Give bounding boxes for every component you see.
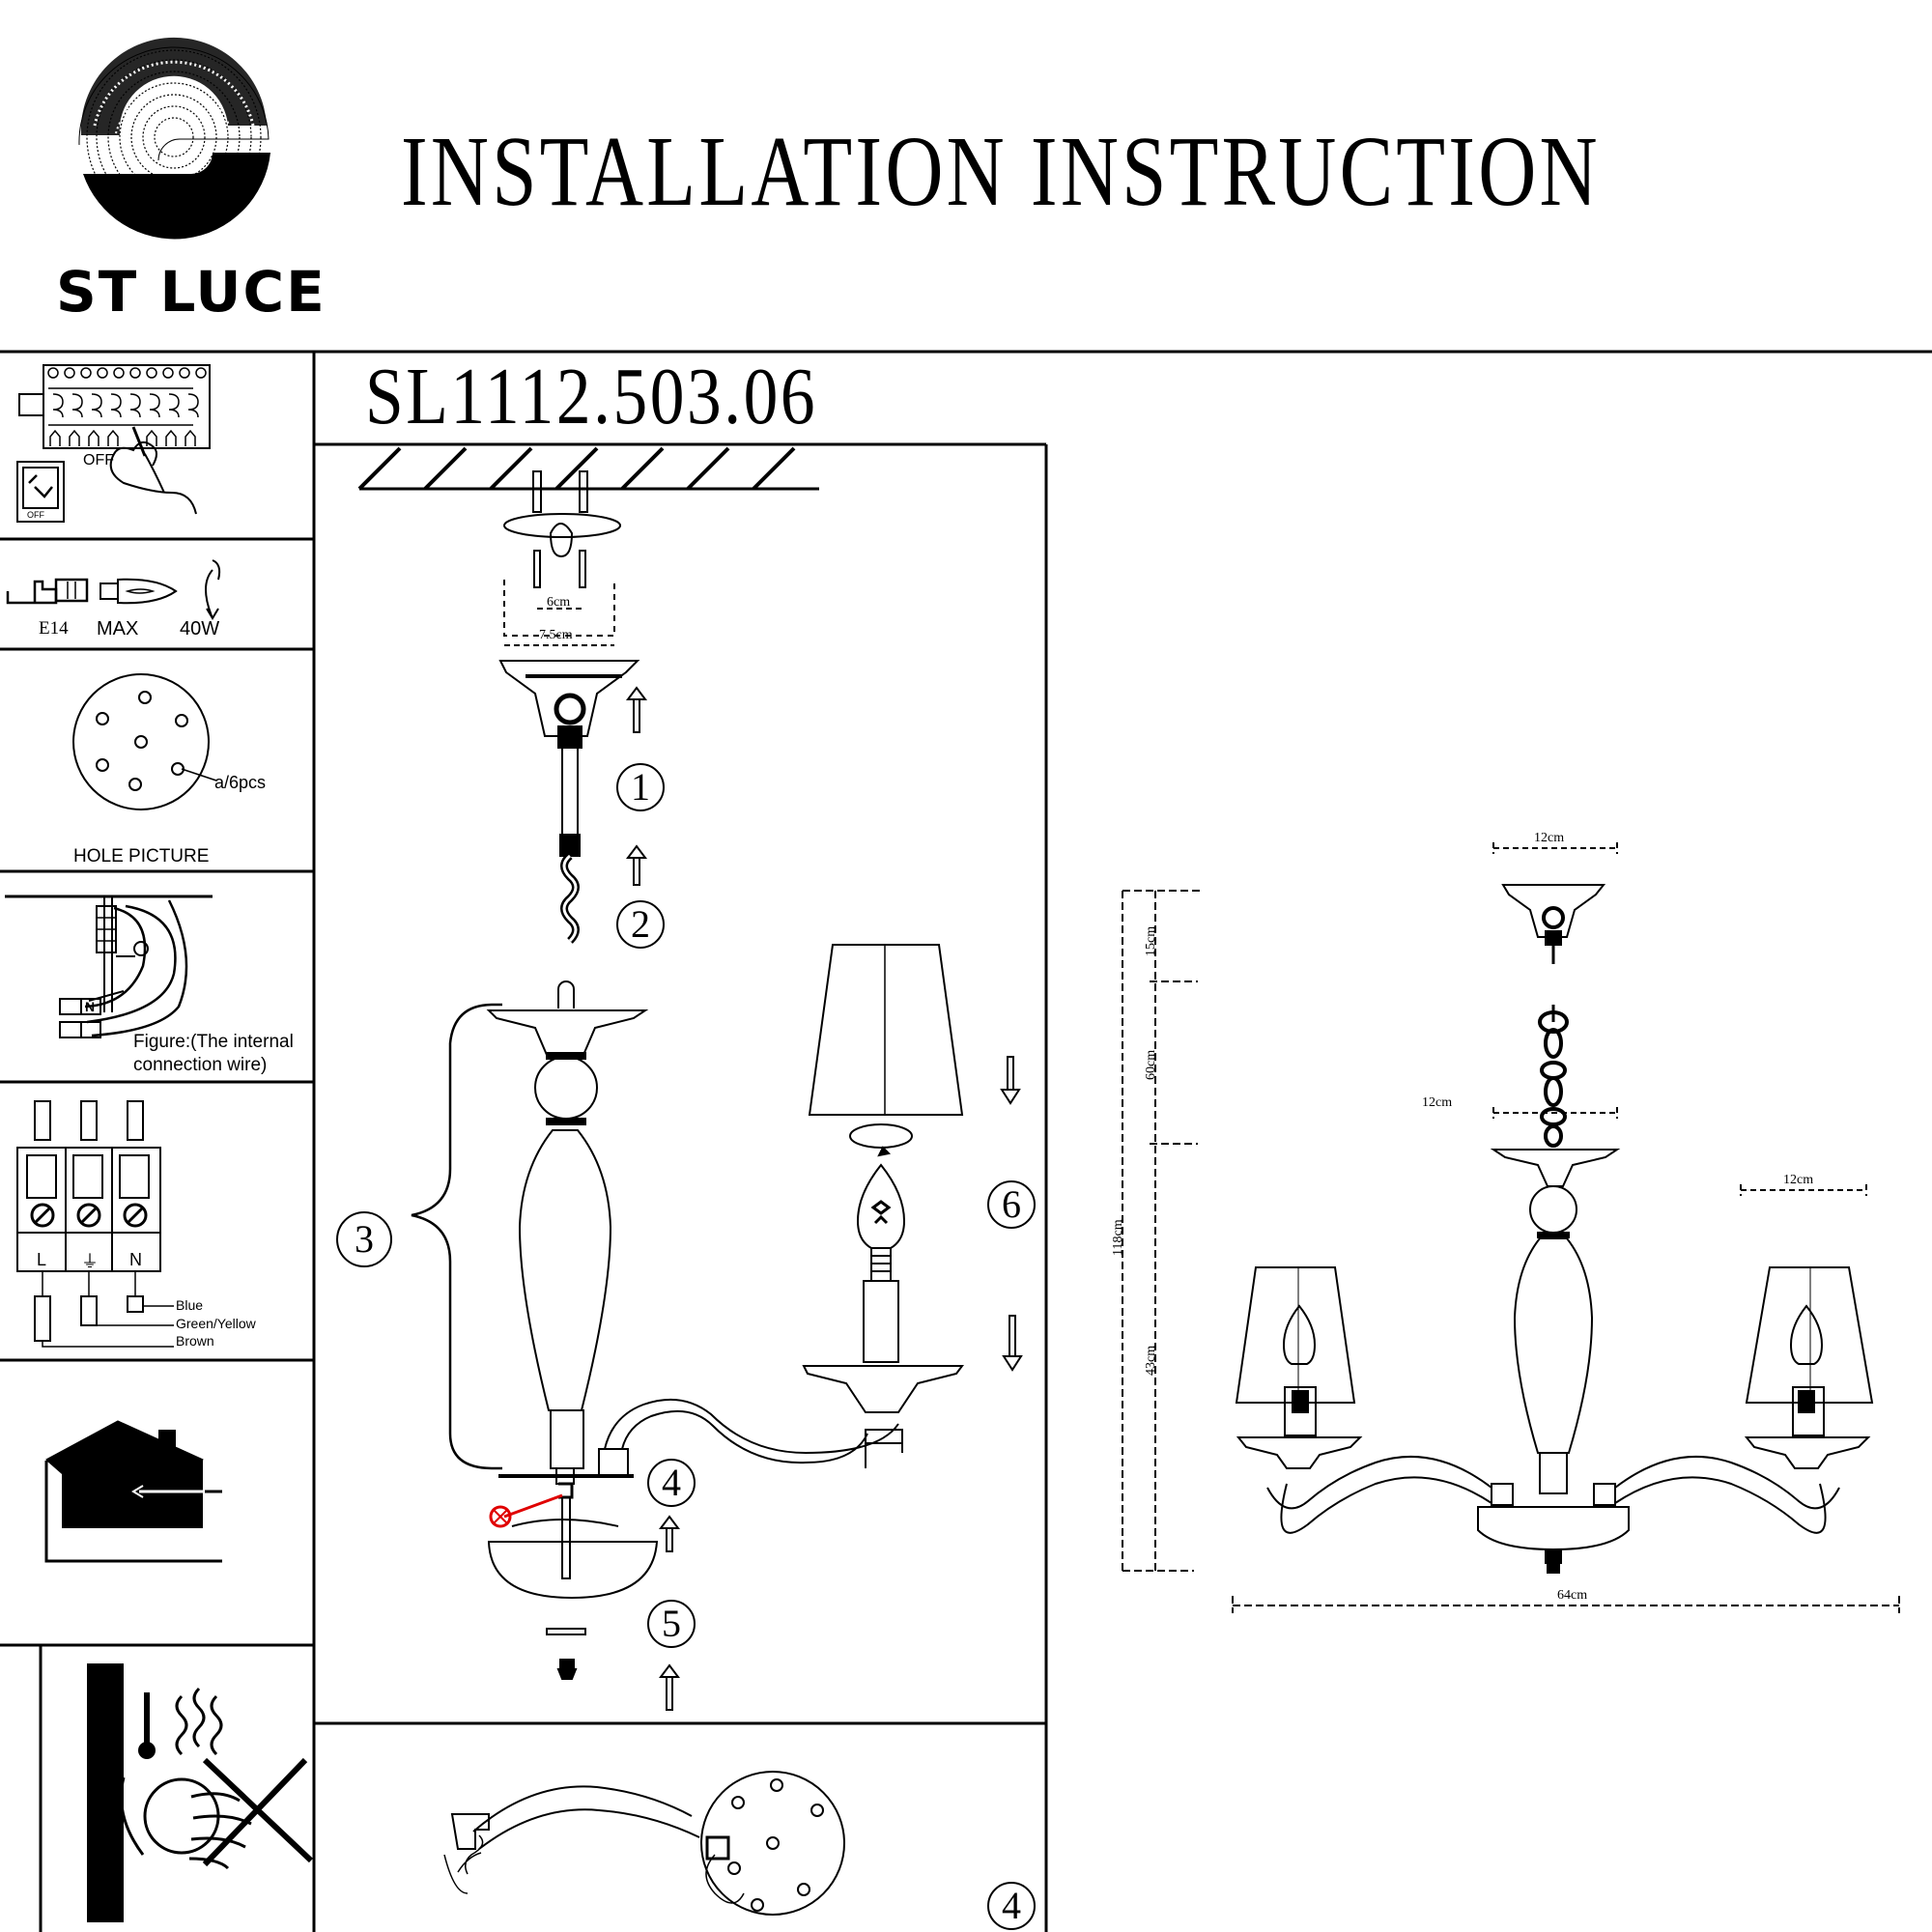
hole-count: a/6pcs [214,773,267,792]
terminal-n-label: N [129,1250,142,1269]
dim-top-width: 12cm [1534,831,1565,845]
step-3: 3 [336,1211,392,1267]
st-luce-logo [78,37,270,240]
switch-off-label: OFF [83,452,114,469]
dimension-drawing [1122,842,1900,1613]
socket-type: E14 [39,618,69,639]
internal-wire-icon [5,895,213,1038]
step-2: 2 [616,900,665,949]
dim-side-width: 12cm [1783,1173,1814,1187]
dim-total-width: 64cm [1557,1588,1588,1603]
step-1: 1 [616,763,665,811]
dim-h3: 43cm [1144,1345,1158,1376]
internal-wire-caption-1: Figure:(The internal [133,1032,294,1052]
terminal-l-label: L [37,1250,47,1269]
internal-n-label: N [85,999,96,1014]
arm-plate-detail [443,1771,845,1916]
dim-mid-width: 12cm [1422,1095,1453,1110]
brand-name: ST LUCE [56,259,327,325]
hole-picture-caption: HOLE PICTURE [73,846,210,867]
hot-surface-warning-icon [87,1663,314,1922]
wire-color-brown: Brown [176,1333,214,1349]
model-number: SL1112.503.06 [365,352,818,441]
indoor-use-icon [44,1420,222,1563]
terminal-block-icon [16,1100,174,1348]
internal-wire-caption-2: connection wire) [133,1055,268,1075]
wire-color-blue: Blue [176,1297,204,1313]
bracket-step3 [411,1003,502,1470]
bulb-spec-icon [6,559,221,620]
terminal-ground-label: ⏚ [81,1252,99,1271]
page-title: INSTALLATION INSTRUCTION [401,116,1601,227]
wattage: 40W [180,618,220,639]
dim-h1: 15cm [1144,925,1158,956]
power-off-icon [16,364,211,523]
dim-total-height: 118cm [1111,1219,1125,1256]
shade-drawing [802,944,964,1413]
mount-dim-a: 6cm [547,595,571,610]
warning-mark-icon [489,1493,563,1528]
max-label: MAX [97,618,139,639]
mount-dim-b: 7.5cm [539,628,573,642]
hole-picture-icon [72,673,217,810]
arm-drawing [598,1398,903,1477]
step-4-detail: 4 [987,1882,1036,1930]
canopy-drawing [498,660,640,944]
step-4: 4 [647,1459,696,1507]
up-arrows [626,686,680,1711]
ceiling-mount-drawing [357,446,819,646]
down-arrows [1000,1056,1023,1372]
switch-small-label: OFF [27,510,44,520]
dim-h2: 60cm [1144,1049,1158,1080]
step-5: 5 [647,1600,696,1648]
central-body-drawing [486,980,659,1680]
step-6: 6 [987,1180,1036,1229]
wire-color-green-yellow: Green/Yellow [176,1316,256,1331]
